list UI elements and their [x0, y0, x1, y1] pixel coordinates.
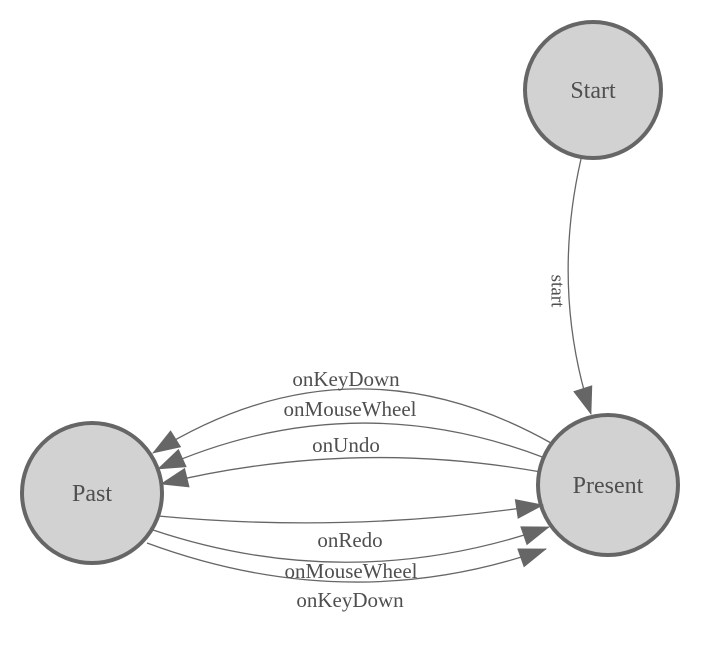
state-label-past: Past [72, 481, 112, 507]
node-labels: Start Present Past [72, 78, 644, 507]
edge-label-onkeydown-top: onKeyDown [292, 367, 400, 391]
state-label-present: Present [573, 473, 644, 499]
state-label-start: Start [570, 78, 616, 104]
edge-label-onkeydown-bottom: onKeyDown [296, 588, 404, 612]
edge-onkeydown-present-to-past [152, 388, 552, 454]
edge-labels: start onKeyDown onMouseWheel onUndo onRe… [284, 275, 568, 612]
edge-onredo-past-to-present [157, 499, 544, 524]
state-circle-past [20, 421, 164, 565]
edge-label-onmousewheel-bottom: onMouseWheel [285, 559, 418, 583]
state-node-start [523, 20, 663, 160]
edge-label-onundo: onUndo [312, 433, 380, 457]
edge-onundo-present-to-past [160, 456, 542, 488]
edge-onmousewheel-past-to-present [152, 526, 550, 563]
edge-label-onredo: onRedo [317, 528, 382, 552]
edge-label-start: start [547, 275, 568, 308]
edges [146, 158, 593, 583]
edge-onmousewheel-present-to-past [157, 422, 546, 470]
edge-start-to-present [567, 158, 593, 415]
state-node-past [20, 421, 164, 565]
state-circle-start [523, 20, 663, 160]
nodes [20, 20, 680, 565]
edge-label-onmousewheel-top: onMouseWheel [284, 397, 417, 421]
state-node-present [536, 413, 680, 557]
state-circle-present [536, 413, 680, 557]
edge-onkeydown-past-to-present [146, 542, 547, 583]
